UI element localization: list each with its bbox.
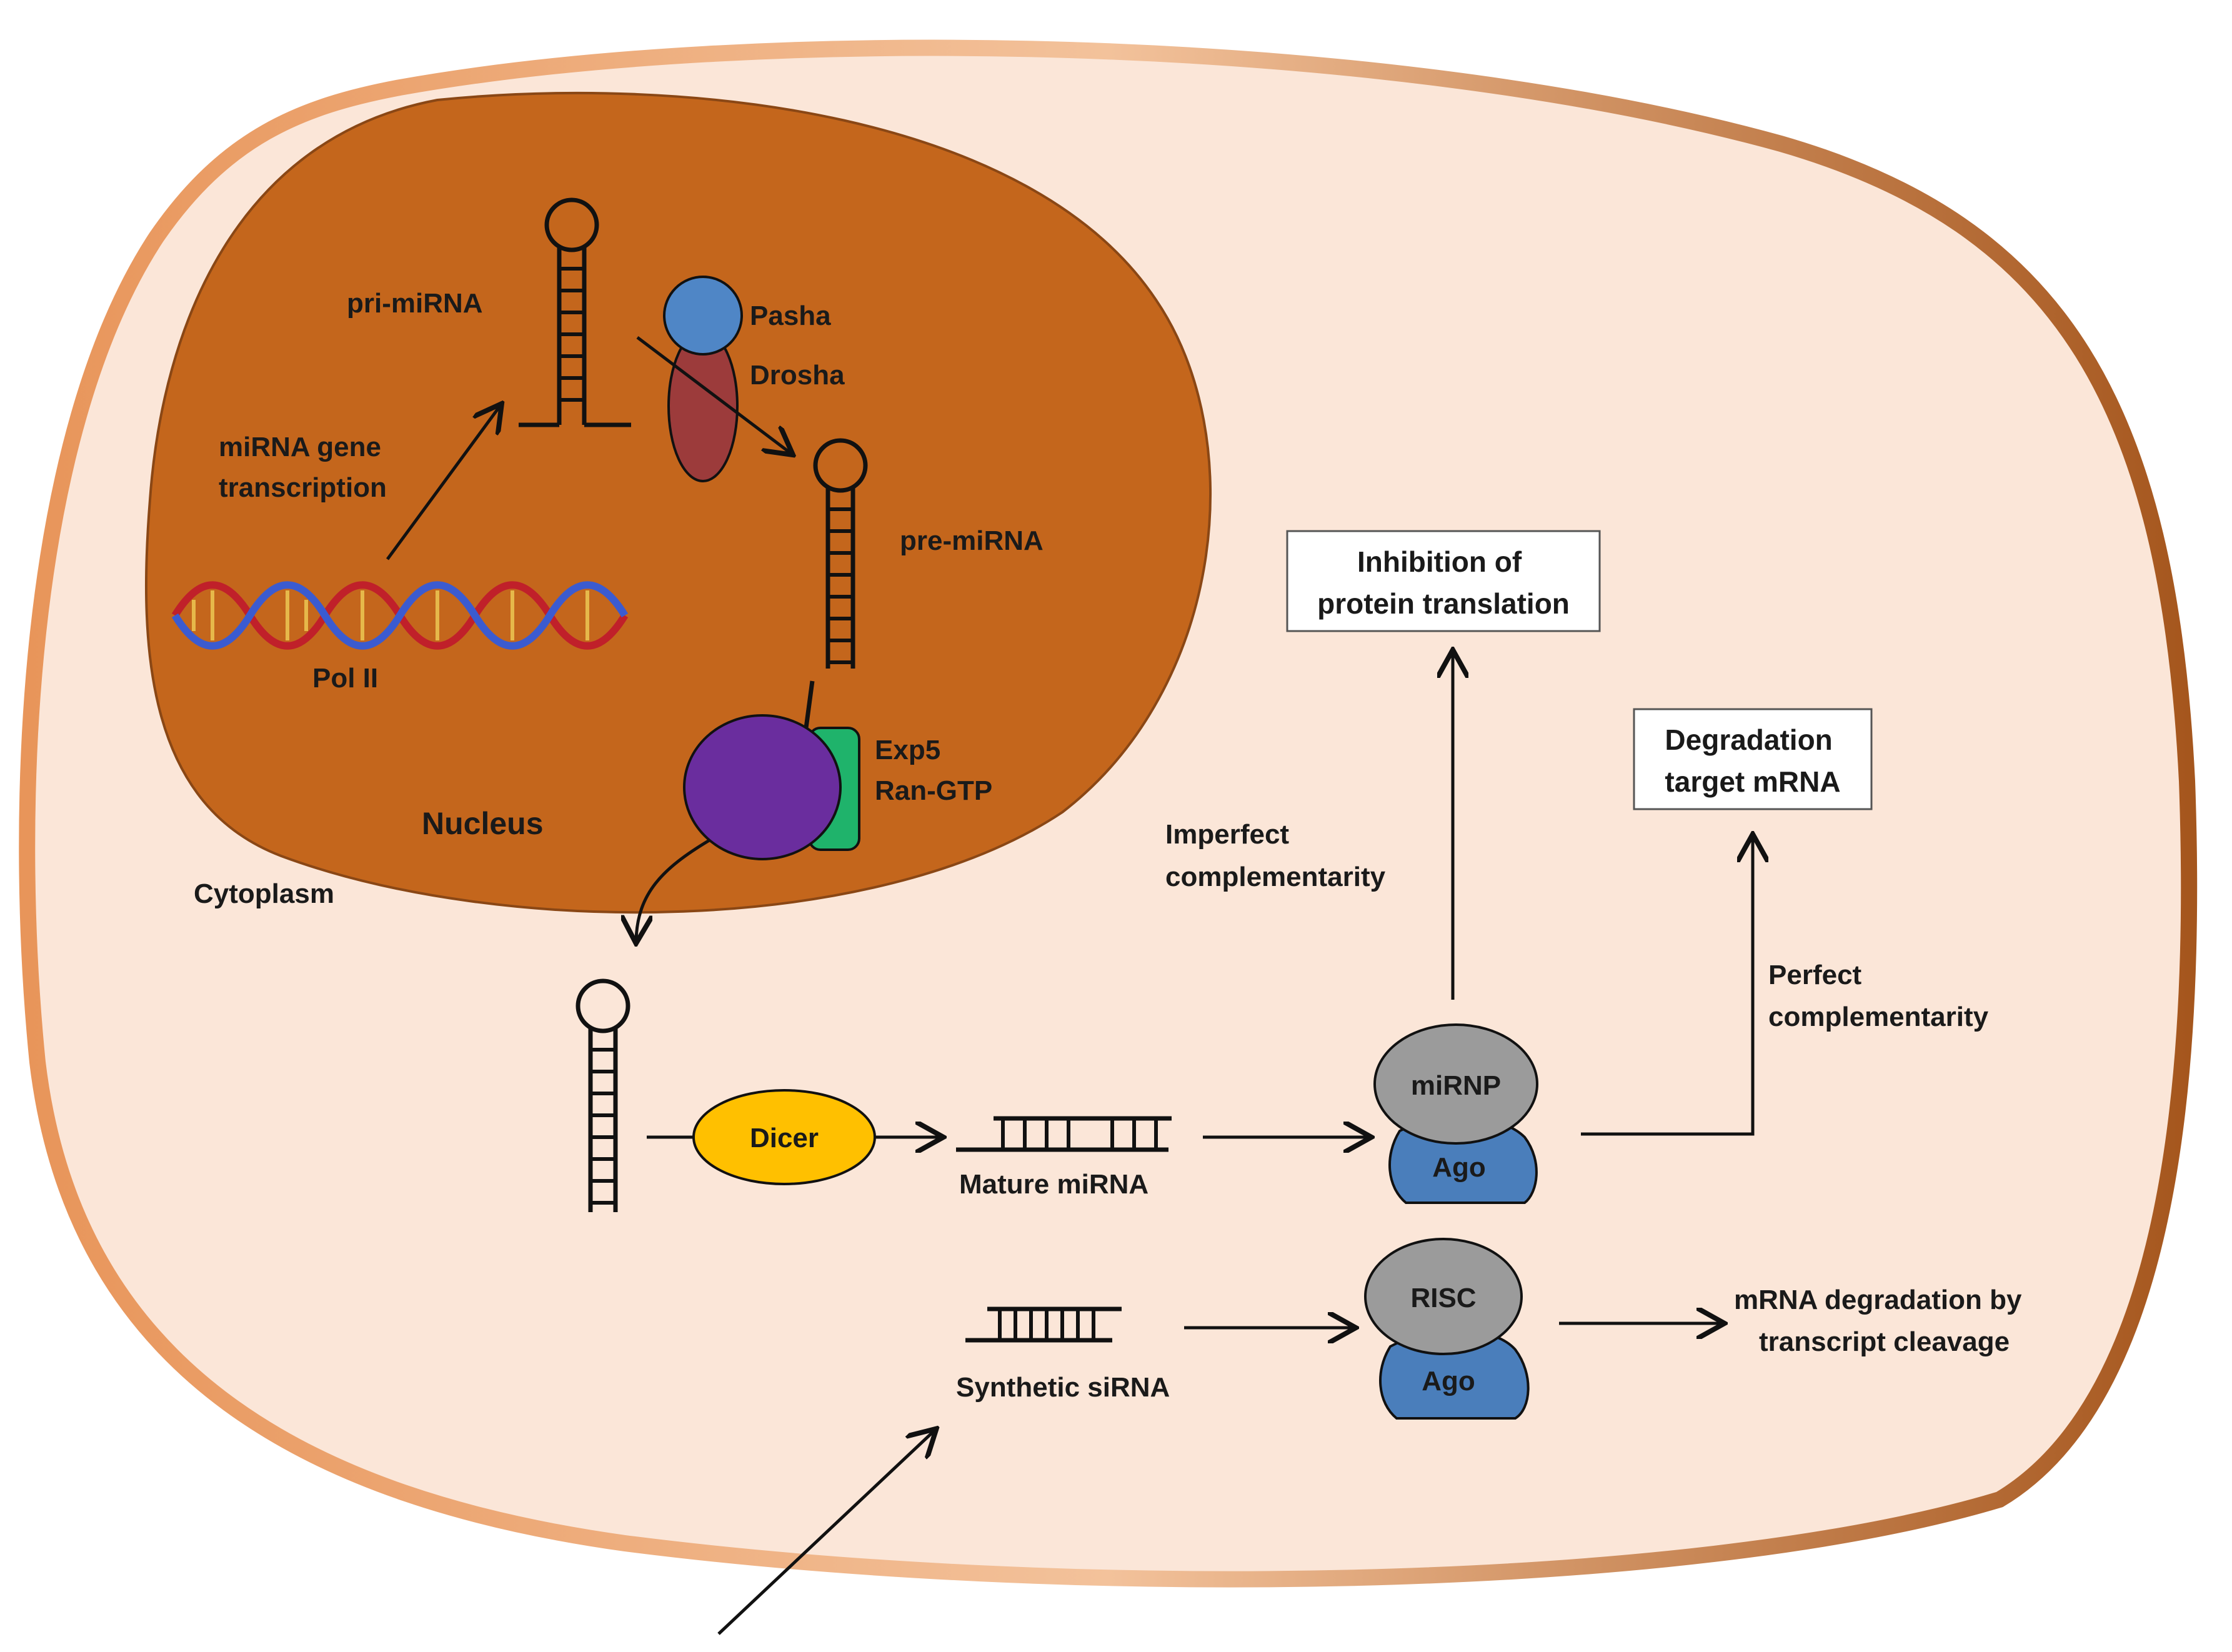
- inhibition-box: [1286, 530, 1601, 632]
- pri-mirna-hairpin: [519, 197, 631, 427]
- pre-mirna-hairpin: [813, 438, 868, 669]
- inhibition-label: Inhibition of protein translation: [1317, 545, 1570, 620]
- nucleus-label: Nucleus: [422, 806, 544, 841]
- synthetic-sirna-duplex: [965, 1306, 1122, 1343]
- drosha-cleavage-arrow: [636, 336, 790, 453]
- risc-label: RISC: [1410, 1283, 1476, 1313]
- mature-mirna-label: Mature miRNA: [959, 1169, 1148, 1200]
- dna-helix-icon: [171, 581, 629, 650]
- mirnp-complex: [1373, 1023, 1538, 1145]
- pasha-label: Pasha: [750, 301, 831, 331]
- drosha-label: Drosha: [750, 360, 845, 391]
- gene-transcription-label: miRNA gene transcription: [219, 432, 389, 503]
- pri-mirna-label: pri-miRNA: [347, 288, 483, 319]
- nucleus-shape: [144, 91, 1212, 914]
- perfect-complementarity-label: Perfect complementarity: [1768, 960, 1989, 1032]
- degradation-box: [1633, 708, 1873, 810]
- pol2-label: Pol II: [312, 663, 378, 694]
- ago-label-2: Ago: [1422, 1366, 1475, 1396]
- risc-complex: [1364, 1238, 1523, 1355]
- pasha-protein: [663, 276, 743, 356]
- imperfect-complementarity-label: Imperfect complementarity: [1165, 819, 1386, 892]
- degradation-label: Degradation target mRNA: [1665, 724, 1840, 798]
- ago-label-1: Ago: [1432, 1152, 1486, 1183]
- cleavage-label: mRNA degradation by transcript cleavage: [1734, 1285, 2030, 1357]
- perfect-arrow: [1581, 837, 1753, 1136]
- cytoplasmic-pre-mirna-hairpin: [575, 978, 630, 1212]
- synthetic-sirna-label: Synthetic siRNA: [956, 1372, 1170, 1403]
- pre-mirna-label: pre-miRNA: [900, 525, 1044, 556]
- sirna-entry-arrow: [717, 1431, 934, 1635]
- mirnp-label: miRNP: [1411, 1070, 1501, 1101]
- dicer-label: Dicer: [750, 1123, 819, 1153]
- cytoplasm-label: Cytoplasm: [194, 878, 334, 909]
- exportin5-protein: [683, 714, 842, 860]
- mature-mirna-duplex: [956, 1116, 1172, 1152]
- transcription-arrow: [386, 406, 500, 560]
- exp5-label: Exp5 Ran-GTP: [875, 735, 992, 806]
- nuclear-export-arrow: [636, 838, 710, 940]
